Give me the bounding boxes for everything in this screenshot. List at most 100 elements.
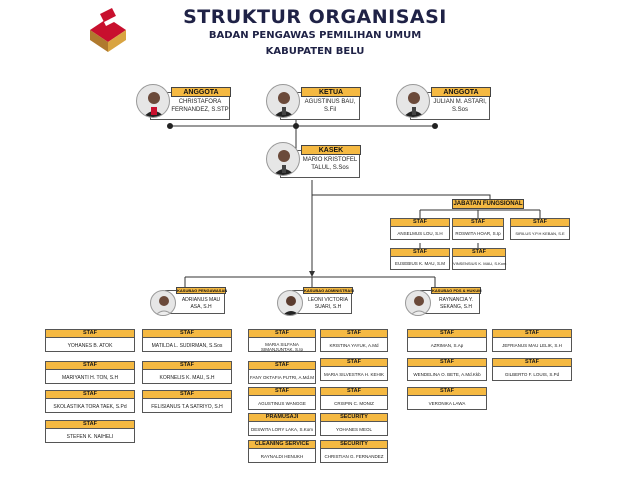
staff-box: STAF JEFRIANUS MAU LELIK, S.H [492, 329, 572, 352]
staff-box: STAF FELISIANUS T.A SATRIYO, S.H [142, 390, 232, 413]
staff-box: STAF KRISTINA YAYUK, A.Md [320, 329, 388, 352]
staff-role-label: STAF [248, 387, 316, 396]
jabatan-staff-box: STAF ROSWITA HOAR, S.Ip [452, 218, 504, 240]
staff-name: DESWITA LORY LAKA, S.Kom [250, 427, 314, 432]
kasek-name-line2: TALUL, S.Sos [311, 165, 349, 171]
staff-role-label: PRAMUSAJI [248, 413, 316, 422]
staff-box: STAF MARIYANTI H. TON, S.H [45, 361, 135, 384]
staff-box: STAF MARIA SILVESTRA H. KEHIK [320, 358, 388, 381]
staff-box: STAF KORNELIS K. MAU, S.H [142, 361, 232, 384]
staff-box: CLEANING SERVICE RAYNALDI HENUKH [248, 440, 316, 463]
staff-role-label: SECURITY [320, 440, 388, 449]
leader-role-label: KETUA [301, 87, 361, 97]
staff-role-label: STAF [320, 329, 388, 338]
staff-name: ROSWITA HOAR, S.Ip [455, 231, 501, 236]
staff-role-label: STAF [142, 390, 232, 399]
kasek-name-line1: MARIO KRISTOFEL [302, 157, 358, 163]
leader-role-label: ANGGOTA [431, 87, 491, 97]
staff-box: PRAMUSAJI DESWITA LORY LAKA, S.Kom [248, 413, 316, 436]
staff-name: WENDELINA O. BETE, A.Md.Kkb [413, 372, 481, 377]
leader-name-line1: CHRISTAFORA [178, 99, 222, 105]
staff-box: STAF WENDELINA O. BETE, A.Md.Kkb [407, 358, 487, 381]
staff-name: MARIYANTI H. TON, S.H [61, 375, 119, 381]
staff-role-label: STAF [142, 361, 232, 370]
staff-name: AZRIMAN, S.Ap [430, 343, 464, 348]
jabatan-staff-box: STAF EUSEBIUS K. MAU, S.M [390, 248, 450, 270]
staff-name: MARIA SILFANA SIMANJUNTAK, S.Ip [261, 342, 303, 352]
leader-photo-avatar [396, 84, 430, 118]
staff-role-label: STAF [45, 420, 135, 429]
kasek-role-label: KASEK [301, 145, 361, 155]
staff-box: STAF SKOLASTIKA TORA TAEK, S.Pd [45, 390, 135, 413]
staff-role-label: STAF [248, 361, 316, 370]
staff-role-label: STAF [142, 329, 232, 338]
staff-name: VINSENSIUS K. MAU, S.Kom [453, 261, 507, 266]
kasubag-role-label: KASUBAG PDS & HUKUM [431, 287, 482, 294]
kasubag-role-label: KASUBAG ADMINISTRASI [303, 287, 355, 294]
kasek-photo-avatar [266, 142, 300, 176]
staff-role-label: STAF [248, 329, 316, 338]
staff-role-label: STAF [407, 387, 487, 396]
jabatan-staff-box: STAF VINSENSIUS K. MAU, S.Kom [452, 248, 506, 270]
staff-role-label: STAF [407, 329, 487, 338]
kasubag-photo-avatar [150, 290, 176, 316]
kasubag-name-line2: SUARI, S.H [314, 304, 342, 310]
staff-name: MATILDA L. SUDIRMAN, S.Sos [151, 343, 223, 349]
staff-role-label: STAF [510, 218, 570, 227]
staff-name: STEFEN K. NAIHELI [66, 434, 114, 440]
kasubag-role-label: KASUBAG PENGAWASAN [176, 287, 228, 294]
staff-box: STAF AGUSTINUS WANGGE [248, 387, 316, 410]
staff-role-label: STAF [320, 358, 388, 367]
jabatan-fungsional-label: JABATAN FUNGSIONAL [452, 199, 524, 209]
staff-name: KORNELIS K. MAU, S.H [159, 375, 215, 381]
staff-name: FELISIANUS T.A SATRIYO, S.H [151, 404, 223, 410]
staff-box: STAF FANY OKTAFIA PUTRI, A.Md.M [248, 361, 316, 384]
staff-box: STAF VERONIKA LAWA [407, 387, 487, 410]
staff-box: STAF GILBERTO F. LOUIS, S.Pd [492, 358, 572, 381]
staff-name: ANSELMUS LOU, S.H [397, 231, 443, 236]
staff-name: SKOLASTIKA TORA TAEK, S.Pd [53, 404, 127, 410]
staff-role-label: STAF [407, 358, 487, 367]
staff-box: SECURITY YOHANES MEOL [320, 413, 388, 436]
jabatan-staff-box: STAF ANSELMUS LOU, S.H [390, 218, 450, 240]
staff-name: YOHANES MEOL [335, 427, 372, 432]
staff-role-label: SECURITY [320, 413, 388, 422]
staff-role-label: STAF [390, 248, 450, 257]
staff-name: RAYNALDI HENUKH [260, 454, 304, 459]
staff-box: STAF CRISPIN C. MONIZ [320, 387, 388, 410]
leader-name-line2: FERNANDEZ, S.STP [171, 107, 229, 113]
staff-name: MARIA SILVESTRA H. KEHIK [324, 372, 384, 377]
leader-photo-avatar [266, 84, 300, 118]
kasubag-name-line1: LEONI VICTORIA [308, 297, 348, 303]
staff-role-label: STAF [45, 361, 135, 370]
staff-name: JEFRIANUS MAU LELIK, S.H [502, 343, 562, 348]
staff-name: YOHANES B. ATOK [67, 343, 113, 349]
leader-name-line1: JULIAN M. ASTARI, [433, 99, 487, 105]
jabatan-staff-box: STAF SIRILUS Y.P.H KEBAN, S.E [510, 218, 570, 240]
staff-role-label: STAF [320, 387, 388, 396]
staff-name: GILBERTO F. LOUIS, S.Pd [504, 372, 560, 377]
staff-box: STAF MARIA SILFANA SIMANJUNTAK, S.Ip [248, 329, 316, 352]
staff-name: CRISPIN C. MONIZ [334, 401, 374, 406]
staff-box: SECURITY CHRISTIAN G. FERNANDEZ [320, 440, 388, 463]
leader-name-line2: S.Sos [451, 107, 468, 113]
staff-name: CHRISTIAN G. FERNANDEZ [324, 454, 384, 459]
kasubag-photo-avatar [277, 290, 303, 316]
kasubag-name-line2: SEKANG, S.H [440, 304, 472, 310]
staff-role-label: STAF [45, 390, 135, 399]
staff-role-label: STAF [492, 358, 572, 367]
leader-name-line1: AGUSTINUS BAU, [304, 99, 356, 105]
kasubag-name-line1: RAYNANCIA Y. [439, 297, 473, 303]
staff-box: STAF YOHANES B. ATOK [45, 329, 135, 352]
staff-role-label: CLEANING SERVICE [248, 440, 316, 449]
staff-name: FANY OKTAFIA PUTRI, A.Md.M [249, 375, 315, 380]
leader-name-line2: S.Fil [324, 107, 336, 113]
page-title: STRUKTUR ORGANISASI [183, 6, 447, 28]
staff-box: STAF MATILDA L. SUDIRMAN, S.Sos [142, 329, 232, 352]
staff-name: VERONIKA LAWA [428, 401, 466, 406]
page-subtitle-location: KABUPATEN BELU [265, 46, 365, 57]
staff-role-label: STAF [452, 218, 504, 227]
staff-name: KRISTINA YAYUK, A.Md [329, 343, 379, 348]
bawaslu-logo [86, 8, 130, 52]
staff-box: STAF AZRIMAN, S.Ap [407, 329, 487, 352]
